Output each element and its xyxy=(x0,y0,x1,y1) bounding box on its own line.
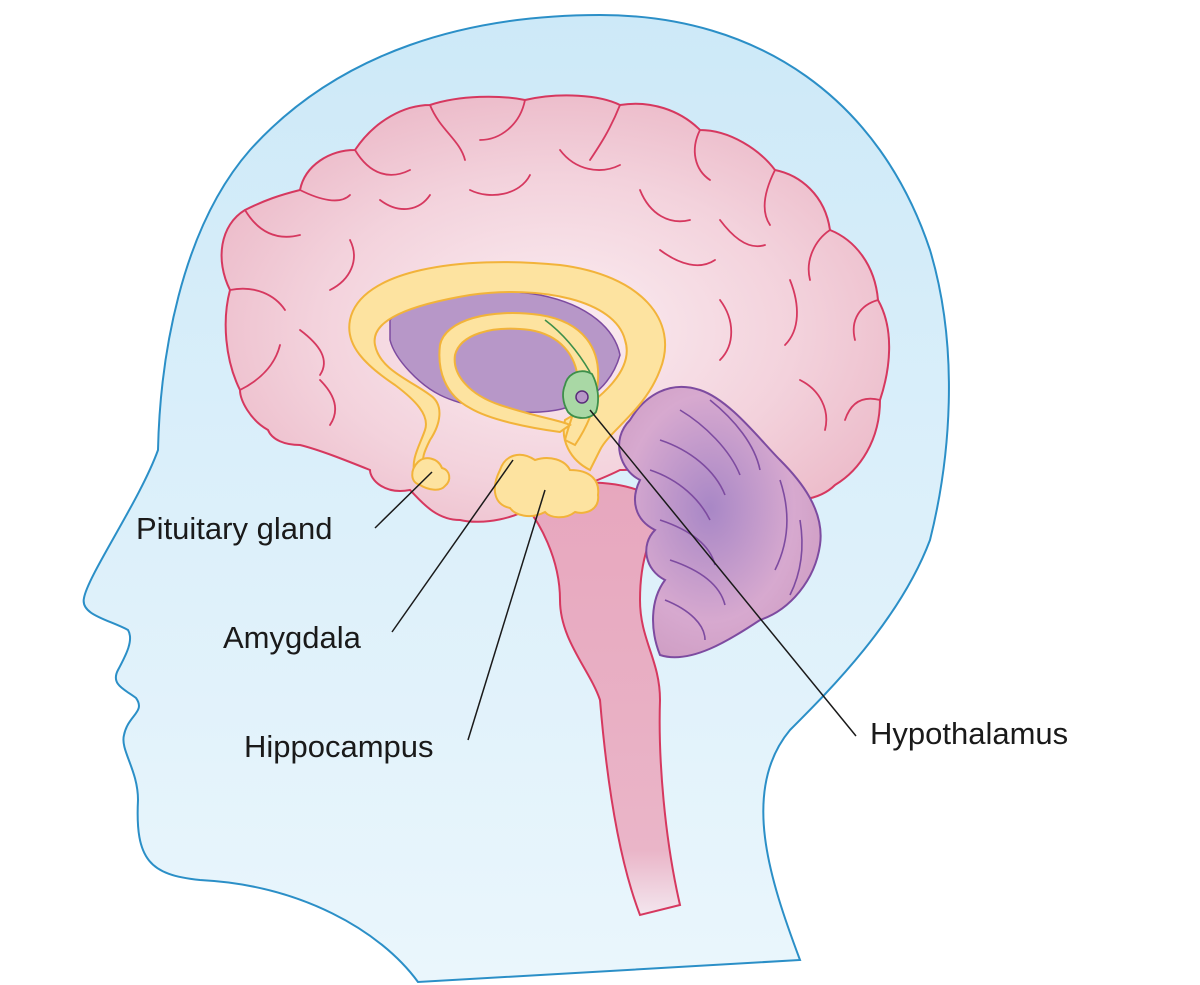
hypothalamus-leader-line xyxy=(589,409,857,737)
hypothalamus-stalk xyxy=(544,319,591,373)
amygdala-label: Amygdala xyxy=(223,620,361,655)
pituitary-gland-label: Pituitary gland xyxy=(136,511,333,546)
brain-folds xyxy=(229,99,881,431)
amygdala-leader-line xyxy=(391,459,514,633)
cingulate-loop xyxy=(438,312,600,447)
cerebellum-folds xyxy=(649,399,803,641)
hippocampus-leader-line xyxy=(467,489,546,741)
hypothalamus-label: Hypothalamus xyxy=(870,716,1069,751)
hippocampus-shape xyxy=(493,453,600,519)
pituitary-leader-line xyxy=(374,471,433,529)
hypothalamus-nucleus xyxy=(575,390,589,404)
hippocampus-label: Hippocampus xyxy=(244,729,434,764)
leader-lines xyxy=(374,409,857,741)
cerebellum xyxy=(618,385,822,659)
